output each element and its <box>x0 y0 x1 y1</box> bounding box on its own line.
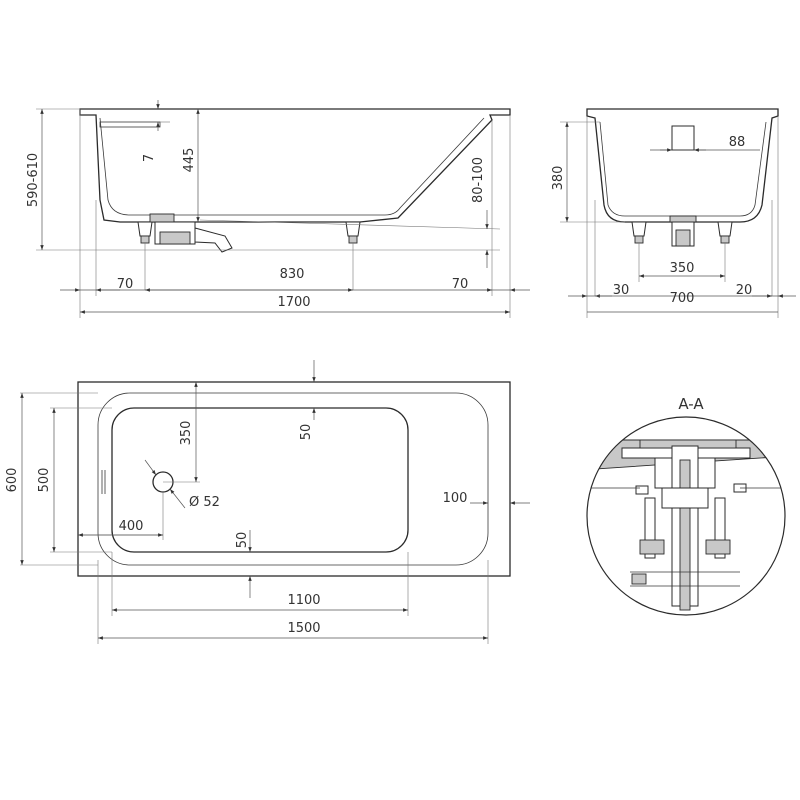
dim-width-inner: 500 <box>37 468 52 493</box>
end-view: 380 88 350 30 700 20 <box>551 108 796 318</box>
side-view-outlet-pipe <box>194 227 233 253</box>
top-view-outer-rim <box>77 381 511 577</box>
side-view-tub-outline <box>79 108 511 223</box>
side-view-trap-inner <box>159 231 191 245</box>
dim-drain-diameter: Ø 52 <box>189 495 220 510</box>
top-view: 350 50 600 500 Ø 52 400 100 50 1100 1500 <box>5 360 530 644</box>
dim-side-right: 20 <box>736 283 753 298</box>
section-circle <box>586 416 786 616</box>
dim-outer-length: 1500 <box>287 621 320 636</box>
dim-rim-right: 100 <box>443 491 468 506</box>
side-view: 590-610 7 445 80-100 70 830 70 1700 <box>26 100 530 318</box>
dim-side-left: 30 <box>613 283 630 298</box>
side-view-foot-left <box>137 221 153 237</box>
dim-rim-offset: 7 <box>142 154 157 162</box>
top-view-basin-top <box>97 392 489 566</box>
side-view-drain-top <box>149 213 175 223</box>
dim-height-total: 590-610 <box>26 153 41 207</box>
dim-overflow-offset: 88 <box>729 135 746 150</box>
dim-end-width: 700 <box>670 291 695 306</box>
dim-drain-y: 350 <box>179 421 194 446</box>
end-view-drain-top <box>669 215 697 223</box>
dim-foot-span: 830 <box>280 267 305 282</box>
end-view-foot-right <box>717 221 733 237</box>
side-view-foot-right-cap <box>348 235 358 244</box>
top-view-basin-floor <box>111 407 409 553</box>
dim-rim-bottom: 50 <box>235 532 250 549</box>
dim-foot-right: 70 <box>452 277 469 292</box>
dim-foot-left: 70 <box>117 277 134 292</box>
dim-end-foot-span: 350 <box>670 261 695 276</box>
side-view-foot-left-cap <box>140 235 150 244</box>
side-view-basin-line <box>99 117 485 216</box>
side-view-foot-right <box>345 221 361 237</box>
dim-adjust: 80-100 <box>471 157 486 203</box>
section-label: A-A <box>678 395 704 413</box>
end-view-foot-left <box>631 221 647 237</box>
side-view-overflow <box>99 121 161 128</box>
dim-rim-top: 50 <box>299 424 314 441</box>
dim-drain-x: 400 <box>119 519 144 534</box>
dim-inner-depth: 380 <box>551 166 566 191</box>
end-view-overflow <box>671 125 695 151</box>
dim-inner-length: 1100 <box>287 593 320 608</box>
end-view-tub-outline <box>586 108 779 223</box>
section-detail: A-A <box>586 395 786 616</box>
dim-length: 1700 <box>277 295 310 310</box>
dim-width-outer: 600 <box>5 468 20 493</box>
dim-depth: 445 <box>182 148 197 173</box>
